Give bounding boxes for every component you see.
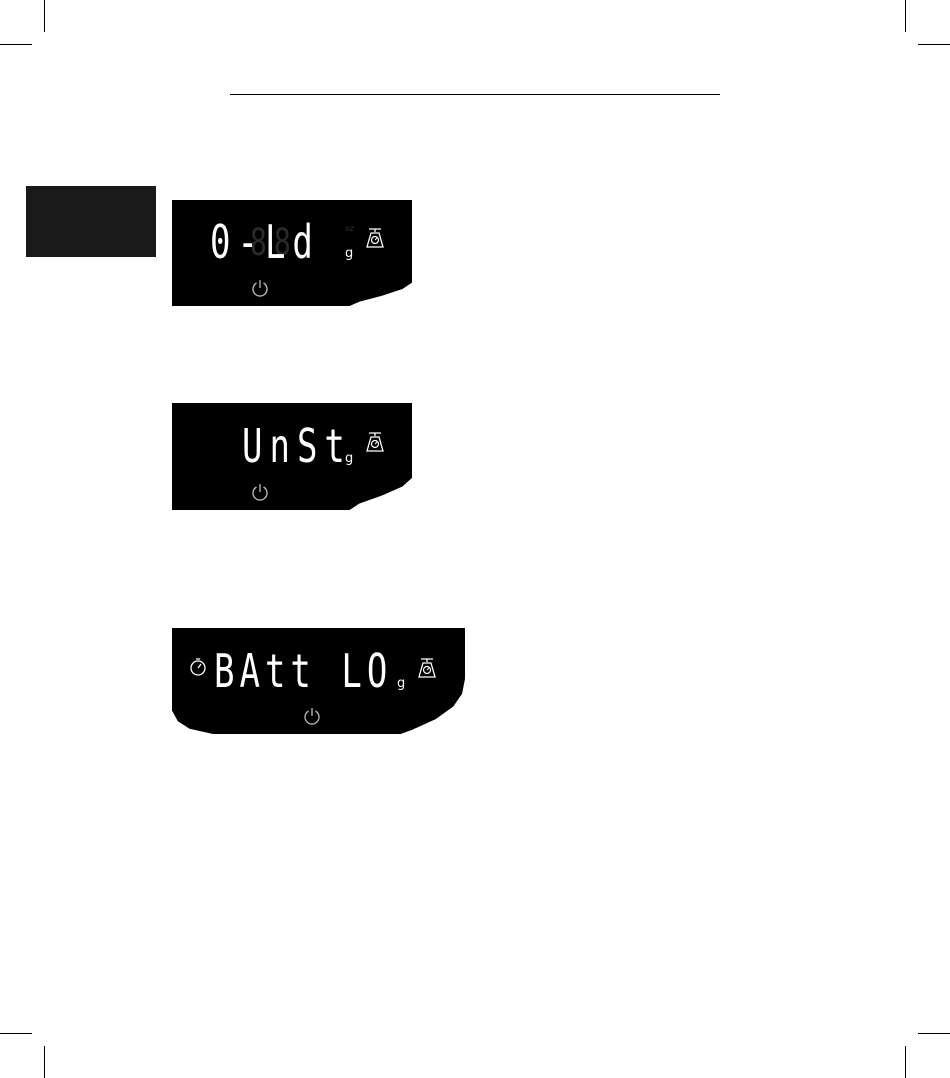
crop-mark xyxy=(0,1033,32,1034)
display-reading: BAtt LO xyxy=(214,649,392,695)
display-reading: 0-Ld xyxy=(210,220,320,266)
timer-icon xyxy=(188,657,208,677)
scale-display-overload: 88 0-Ld oz g xyxy=(172,200,412,306)
unit-label: g xyxy=(397,676,405,691)
faint-unit-label: oz xyxy=(345,224,354,233)
section-tab xyxy=(26,186,156,257)
unit-label: g xyxy=(345,451,353,466)
power-icon xyxy=(251,279,269,297)
power-icon xyxy=(303,707,321,725)
crop-mark xyxy=(44,0,45,32)
crop-mark xyxy=(918,44,950,45)
display-reading: UnSt xyxy=(242,424,352,470)
crop-mark xyxy=(44,1046,45,1078)
crop-mark xyxy=(0,44,32,45)
scale-icon xyxy=(365,227,385,249)
power-icon xyxy=(251,483,269,501)
scale-display-battery-low: BAtt LO g xyxy=(172,628,465,734)
crop-mark xyxy=(905,1046,906,1078)
header-rule xyxy=(230,94,720,95)
crop-mark xyxy=(918,1033,950,1034)
crop-mark xyxy=(905,0,906,32)
scale-display-unstable: UnSt g xyxy=(172,403,412,510)
unit-label: g xyxy=(345,246,353,261)
scale-icon xyxy=(365,431,385,453)
scale-icon xyxy=(417,657,437,679)
